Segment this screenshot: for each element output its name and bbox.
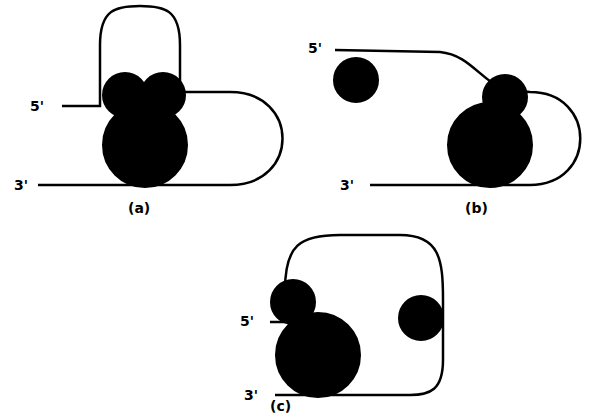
small-protein: [334, 58, 378, 102]
large-protein: [448, 103, 532, 187]
strand-end-label: 3': [340, 177, 354, 193]
small-protein: [483, 75, 527, 119]
strand-end-label: 5': [308, 40, 322, 56]
strand-end-label: 5': [240, 313, 254, 329]
panel-label: (a): [128, 200, 150, 216]
strand-end-label: 3': [244, 387, 258, 403]
panel-label: (b): [465, 200, 488, 216]
strand-end-label: 3': [14, 177, 28, 193]
panel-label: (c): [270, 398, 291, 414]
large-protein: [276, 313, 360, 397]
strand-end-label: 5': [30, 98, 44, 114]
small-protein: [271, 280, 315, 324]
small-protein: [141, 73, 185, 117]
small-protein: [399, 296, 443, 340]
